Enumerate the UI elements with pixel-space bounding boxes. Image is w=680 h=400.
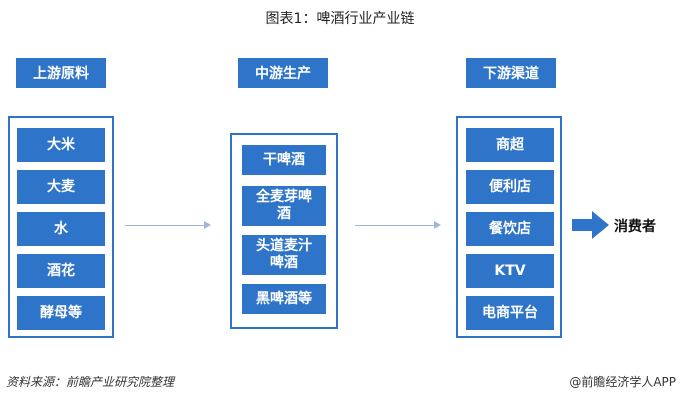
midstream-item-first-wort-beer: 头道麦汁 啤酒 bbox=[242, 235, 326, 275]
midstream-item-all-malt-beer: 全麦芽啤 酒 bbox=[242, 186, 326, 226]
midstream-header: 中游生产 bbox=[238, 58, 328, 88]
downstream-item-supermarket: 商超 bbox=[466, 128, 554, 162]
right-arrow-icon bbox=[572, 211, 609, 239]
connector-arrow-head bbox=[434, 221, 441, 229]
midstream-item-dark-beer: 黑啤酒等 bbox=[242, 284, 326, 314]
upstream-item-water: 水 bbox=[17, 212, 105, 246]
consumer-label: 消费者 bbox=[614, 219, 656, 235]
chart-title: 图表1：啤酒行业产业链 bbox=[265, 11, 415, 27]
downstream-item-restaurant: 餐饮店 bbox=[466, 212, 554, 246]
upstream-item-rice: 大米 bbox=[17, 128, 105, 162]
connector-arrow-line bbox=[125, 225, 205, 226]
connector-arrow-head bbox=[204, 221, 211, 229]
connector-arrow-line bbox=[355, 225, 435, 226]
downstream-item-ecommerce: 电商平台 bbox=[466, 296, 554, 330]
downstream-item-convenience-store: 便利店 bbox=[466, 170, 554, 204]
upstream-header: 上游原料 bbox=[16, 58, 106, 88]
midstream-item-dry-beer: 干啤酒 bbox=[242, 145, 326, 175]
upstream-item-barley: 大麦 bbox=[17, 170, 105, 204]
upstream-item-hops: 酒花 bbox=[17, 254, 105, 288]
downstream-item-ktv: KTV bbox=[466, 254, 554, 288]
source-note: 资料来源：前瞻产业研究院整理 bbox=[6, 375, 175, 389]
downstream-header: 下游渠道 bbox=[466, 58, 556, 88]
brand-credit: @前瞻经济学人APP bbox=[569, 375, 676, 389]
upstream-item-yeast: 酵母等 bbox=[17, 296, 105, 330]
